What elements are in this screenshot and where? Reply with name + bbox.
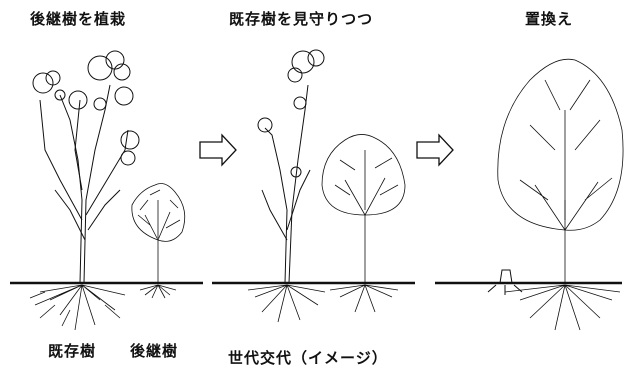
outline-right-arrow-icon-2	[416, 133, 454, 167]
outline-right-arrow-icon-1	[199, 133, 237, 167]
successor-tree-label: 後継樹	[130, 342, 179, 360]
existing-roots-2	[247, 284, 326, 323]
stage-1-title: 後継樹を植栽	[30, 10, 127, 28]
old-stump-3	[487, 269, 523, 295]
successor-roots-3	[504, 284, 621, 331]
existing-roots-1	[29, 284, 126, 331]
successor-tree-grown-2	[321, 134, 406, 283]
existing-tree-old-1	[32, 50, 140, 284]
successor-tree-young-1	[131, 183, 186, 283]
diagram-caption: 世代交代（イメージ）	[228, 349, 388, 367]
stage-2-title: 既存樹を見守りつつ	[229, 10, 374, 28]
existing-tree-label: 既存樹	[48, 342, 97, 360]
successor-roots-2	[329, 284, 399, 313]
existing-tree-old-2	[257, 49, 325, 284]
successor-roots-1	[139, 284, 177, 299]
successor-tree-mature-3	[497, 58, 624, 283]
stage-3-title: 置換え	[525, 10, 574, 28]
